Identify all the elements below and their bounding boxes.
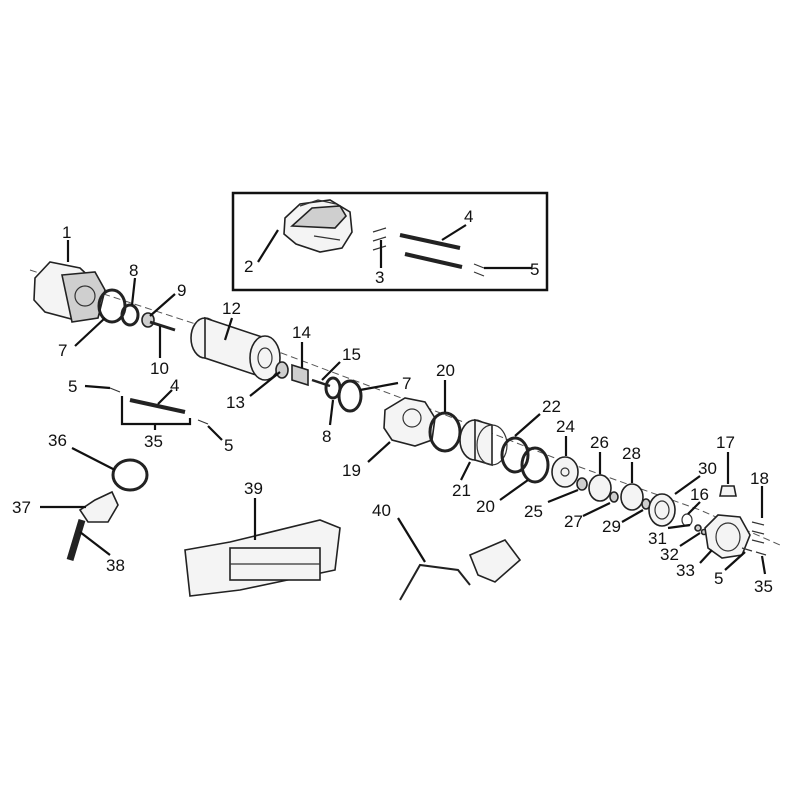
callout-12: 12	[222, 299, 241, 318]
callout-4-inset: 4	[464, 207, 473, 226]
callout-18: 18	[750, 469, 769, 488]
part-21-ring-gear	[459, 418, 508, 467]
part-17-clutch-knob	[719, 485, 737, 497]
callout-5-right: 5	[714, 569, 723, 588]
callout-24: 24	[556, 417, 575, 436]
callout-33: 33	[676, 561, 695, 580]
part-16-washer	[681, 513, 693, 527]
callout-10: 10	[150, 359, 169, 378]
callout-39: 39	[244, 479, 263, 498]
part-5-35-nuts-washers	[741, 547, 767, 556]
callout-16: 16	[690, 485, 709, 504]
callout-5-left-b: 5	[224, 436, 233, 455]
part-25-sun-gear	[576, 477, 588, 491]
callout-4-left: 4	[170, 376, 179, 395]
callout-19: 19	[342, 461, 361, 480]
part-5-nuts-inset	[473, 263, 485, 277]
callout-25: 25	[524, 502, 543, 521]
callout-20-b: 20	[476, 497, 495, 516]
part-20-gasket-b	[520, 446, 550, 484]
part-2-cover	[283, 199, 353, 253]
part-12-drum	[190, 316, 281, 381]
part-28-gear-carrier	[620, 483, 644, 511]
callout-9: 9	[177, 281, 186, 300]
callout-38: 38	[106, 556, 125, 575]
callout-labels: 1 2 3 4 5 8 9 7 10 12 13 14 15 7 8 5 4 3…	[12, 207, 773, 596]
part-14-brake	[291, 363, 309, 387]
callout-27: 27	[564, 512, 583, 531]
part-20-gasket-a	[428, 411, 462, 453]
part-19-end-bearing-housing	[383, 397, 436, 447]
callout-8-a: 8	[129, 261, 138, 280]
callout-17: 17	[716, 433, 735, 452]
callout-2: 2	[244, 257, 253, 276]
inset-box	[231, 191, 549, 292]
callout-5-left: 5	[68, 377, 77, 396]
leader-lines	[40, 224, 767, 575]
callout-21: 21	[452, 481, 471, 500]
part-4-tie-rod	[129, 398, 186, 414]
part-26-gear-carrier	[588, 474, 612, 502]
callout-35-left: 35	[144, 432, 163, 451]
callout-14: 14	[292, 323, 311, 342]
part-39-roller-fairlead	[184, 519, 341, 597]
callout-36: 36	[48, 431, 67, 450]
callout-22: 22	[542, 397, 561, 416]
part-24-gear-carrier	[551, 456, 579, 488]
callout-35-right: 35	[754, 577, 773, 596]
part-18-screws	[751, 521, 765, 544]
part-7-gasket-b	[337, 379, 363, 413]
callout-20-a: 20	[436, 361, 455, 380]
callout-8-b: 8	[322, 427, 331, 446]
callout-13: 13	[226, 393, 245, 412]
part-3-screws	[372, 227, 387, 251]
part-33-end-housing	[704, 514, 751, 559]
callout-3: 3	[375, 268, 384, 287]
part-10-shaft	[149, 320, 176, 332]
callout-7-a: 7	[58, 341, 67, 360]
callout-7-b: 7	[402, 374, 411, 393]
callout-37: 37	[12, 498, 31, 517]
callout-29: 29	[602, 517, 621, 536]
part-36-hook-strap	[111, 458, 149, 492]
part-1-motor	[33, 261, 106, 323]
part-27-sun-gear	[609, 491, 619, 503]
part-37-hook	[78, 490, 119, 523]
part-4-tie-rods-inset	[399, 233, 463, 269]
part-40-remote-control	[399, 539, 522, 601]
part-30-clutch-ring	[648, 493, 676, 527]
callout-26: 26	[590, 433, 609, 452]
part-5-nut-b	[197, 419, 209, 425]
callout-1: 1	[62, 223, 71, 242]
callout-28: 28	[622, 444, 641, 463]
callout-32: 32	[660, 545, 679, 564]
part-13-bushing	[275, 361, 289, 379]
callout-5-inset: 5	[530, 260, 539, 279]
part-38-rope	[66, 518, 86, 562]
part-5-nut-a	[109, 387, 121, 393]
callout-30: 30	[698, 459, 717, 478]
part-22-gasket	[500, 436, 530, 474]
part-8-bearing-a	[120, 303, 140, 327]
callout-31: 31	[648, 529, 667, 548]
callout-40: 40	[372, 501, 391, 520]
callout-15: 15	[342, 345, 361, 364]
